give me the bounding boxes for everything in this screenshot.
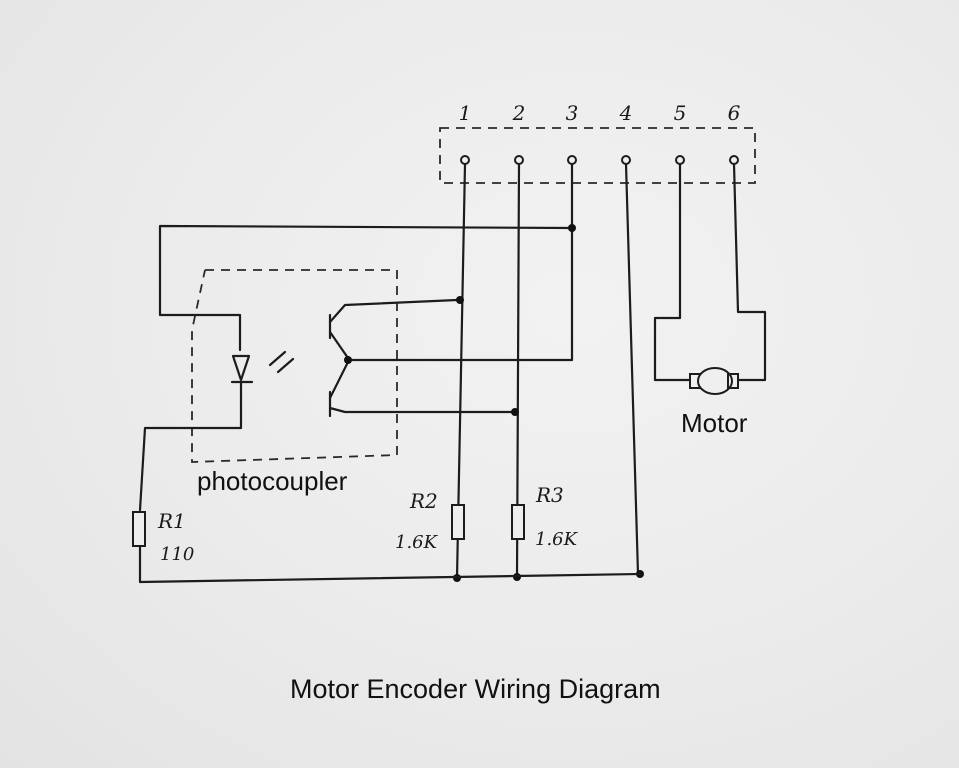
- terminal-label-6: 6: [728, 101, 741, 125]
- r3-name: R3: [535, 483, 564, 507]
- r2-name: R2: [409, 489, 438, 513]
- wire-terminal-5: [653, 162, 692, 382]
- junction-dot: [568, 224, 576, 232]
- r1-value: 110: [160, 544, 194, 565]
- motor-label: Motor: [681, 408, 748, 438]
- wire-bottom-return: [138, 544, 642, 584]
- motor-symbol: [689, 367, 739, 395]
- wire-led-supply: [158, 224, 574, 352]
- resistor-r3: [511, 504, 525, 540]
- terminal-pins: [460, 155, 739, 165]
- terminal-label-3: 3: [566, 101, 579, 125]
- wire-terminal-6: [732, 162, 767, 382]
- wire-terminal-4: [624, 162, 640, 576]
- diagram-title: Motor Encoder Wiring Diagram: [290, 674, 661, 704]
- led-symbol: [230, 350, 295, 400]
- photocoupler-box: [191, 269, 398, 463]
- wire-led-cathode: [138, 396, 243, 512]
- r1-name: R1: [157, 509, 186, 533]
- terminal-label-1: 1: [459, 101, 472, 125]
- r2-value: 1.6K: [395, 532, 439, 553]
- junction-dot: [511, 408, 519, 416]
- photocoupler-label: photocoupler: [197, 466, 348, 496]
- resistor-r1: [132, 511, 146, 547]
- terminal-block: [439, 127, 756, 184]
- phototransistor-lower: [328, 360, 519, 418]
- junction-dot: [344, 356, 352, 364]
- phototransistor-upper: [328, 298, 459, 360]
- terminal-label-4: 4: [619, 101, 633, 125]
- resistor-r2: [451, 504, 465, 540]
- junction-dot: [456, 296, 464, 304]
- terminal-label-5: 5: [674, 101, 687, 125]
- r3-value: 1.6K: [535, 529, 579, 550]
- terminal-label-2: 2: [512, 101, 526, 125]
- wire-transistor-middle: [346, 226, 574, 362]
